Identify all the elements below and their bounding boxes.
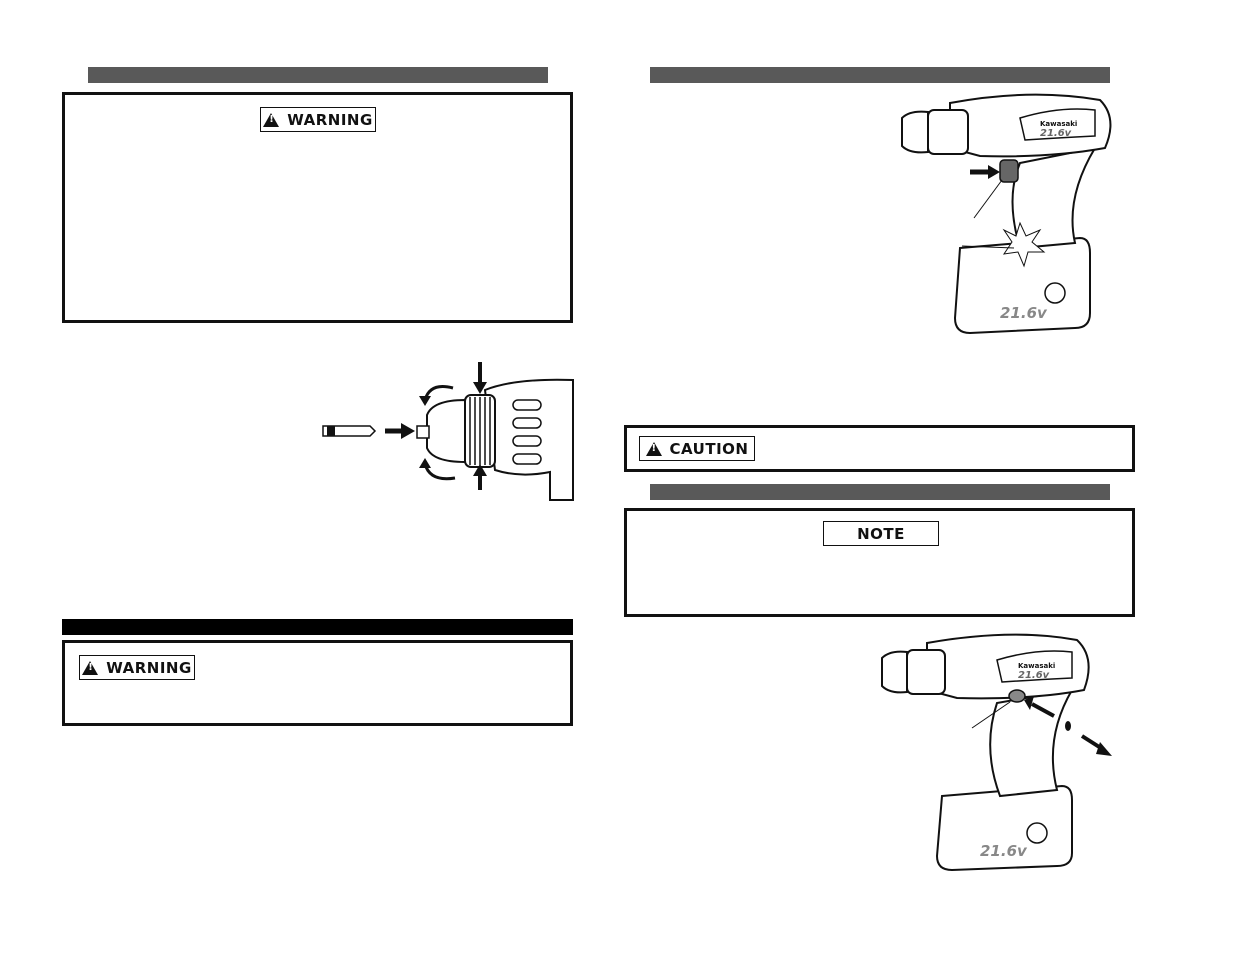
- warning-box-1: WARNING: [62, 92, 573, 323]
- brand-label: Kawasaki: [1040, 120, 1077, 128]
- note-box: NOTE: [624, 508, 1135, 617]
- caution-label: CAUTION: [639, 436, 755, 461]
- warning-label-2: WARNING: [79, 655, 195, 680]
- warning-label-1: WARNING: [260, 107, 376, 132]
- section-header-bar-1: [88, 67, 548, 83]
- caution-label-text: CAUTION: [669, 439, 749, 458]
- note-label: NOTE: [823, 521, 939, 546]
- caution-box: CAUTION: [624, 425, 1135, 472]
- side-voltage-label: 21.6v: [1018, 670, 1050, 681]
- section-header-bar-2: [650, 67, 1110, 83]
- warning-label-text: WARNING: [106, 658, 192, 677]
- drill-illustration-bottom: 21.6v Kawasaki 21.6v: [881, 633, 1112, 872]
- warning-triangle-icon: [263, 112, 280, 127]
- chuck-bit-illustration: [322, 362, 574, 501]
- warning-box-2: WARNING: [62, 640, 573, 726]
- warning-triangle-icon: [82, 660, 99, 675]
- section-header-bar-black: [62, 619, 573, 635]
- drill-illustration-top: 21.6v Kawasaki 21.6v: [901, 93, 1112, 335]
- side-voltage-label: 21.6v: [1040, 128, 1072, 139]
- battery-voltage-label: 21.6v: [1000, 304, 1048, 322]
- section-header-bar-3: [650, 484, 1110, 500]
- battery-voltage-label: 21.6v: [980, 842, 1028, 860]
- warning-label-text: WARNING: [287, 110, 373, 129]
- caution-triangle-icon: [645, 441, 662, 456]
- brand-label: Kawasaki: [1018, 662, 1055, 670]
- note-label-text: NOTE: [857, 524, 905, 543]
